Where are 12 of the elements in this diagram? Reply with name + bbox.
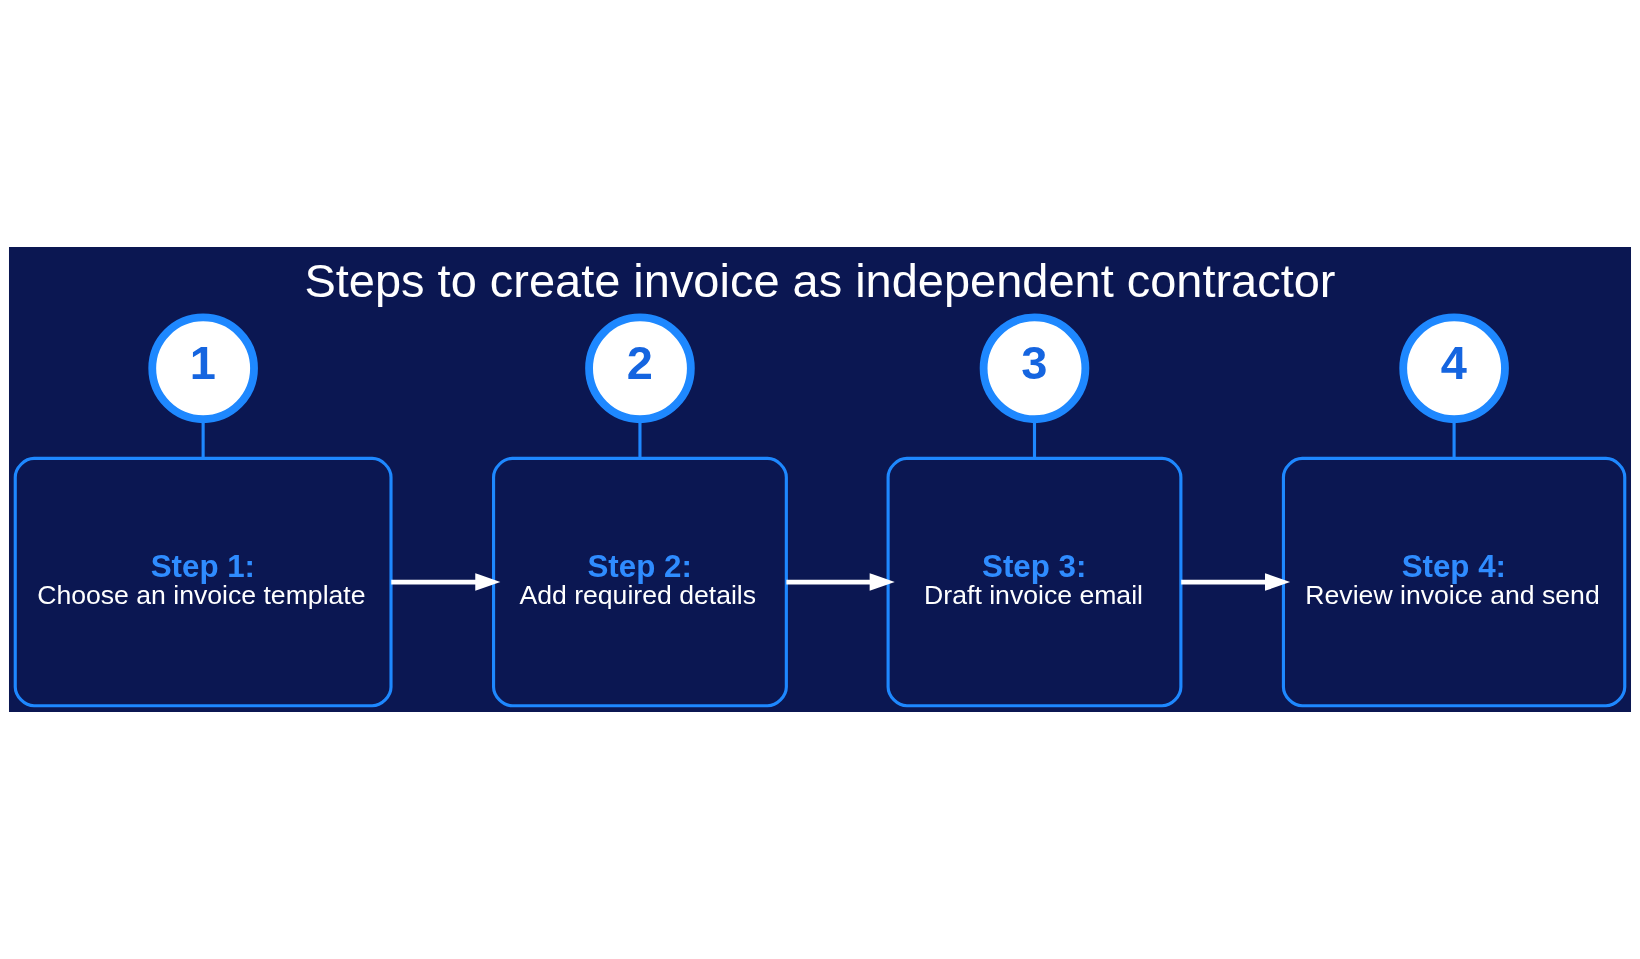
node-box: Step 2: Add required details: [492, 456, 788, 708]
node-circle: 1: [148, 313, 258, 424]
node-circle: 3: [979, 313, 1090, 424]
node-circle: 4: [1399, 313, 1509, 424]
node-box: Step 3: Draft invoice email: [886, 456, 1183, 708]
arrow: [1181, 573, 1291, 591]
arrow: [391, 573, 501, 591]
node-circle: 2: [585, 313, 695, 424]
node-box: Step 1: Choose an invoice template: [13, 456, 393, 708]
arrow: [786, 573, 895, 591]
node-box: Step 4: Review invoice and send: [1281, 456, 1627, 708]
diagram-title: Steps to create invoice as independent contractor: [304, 254, 1336, 308]
